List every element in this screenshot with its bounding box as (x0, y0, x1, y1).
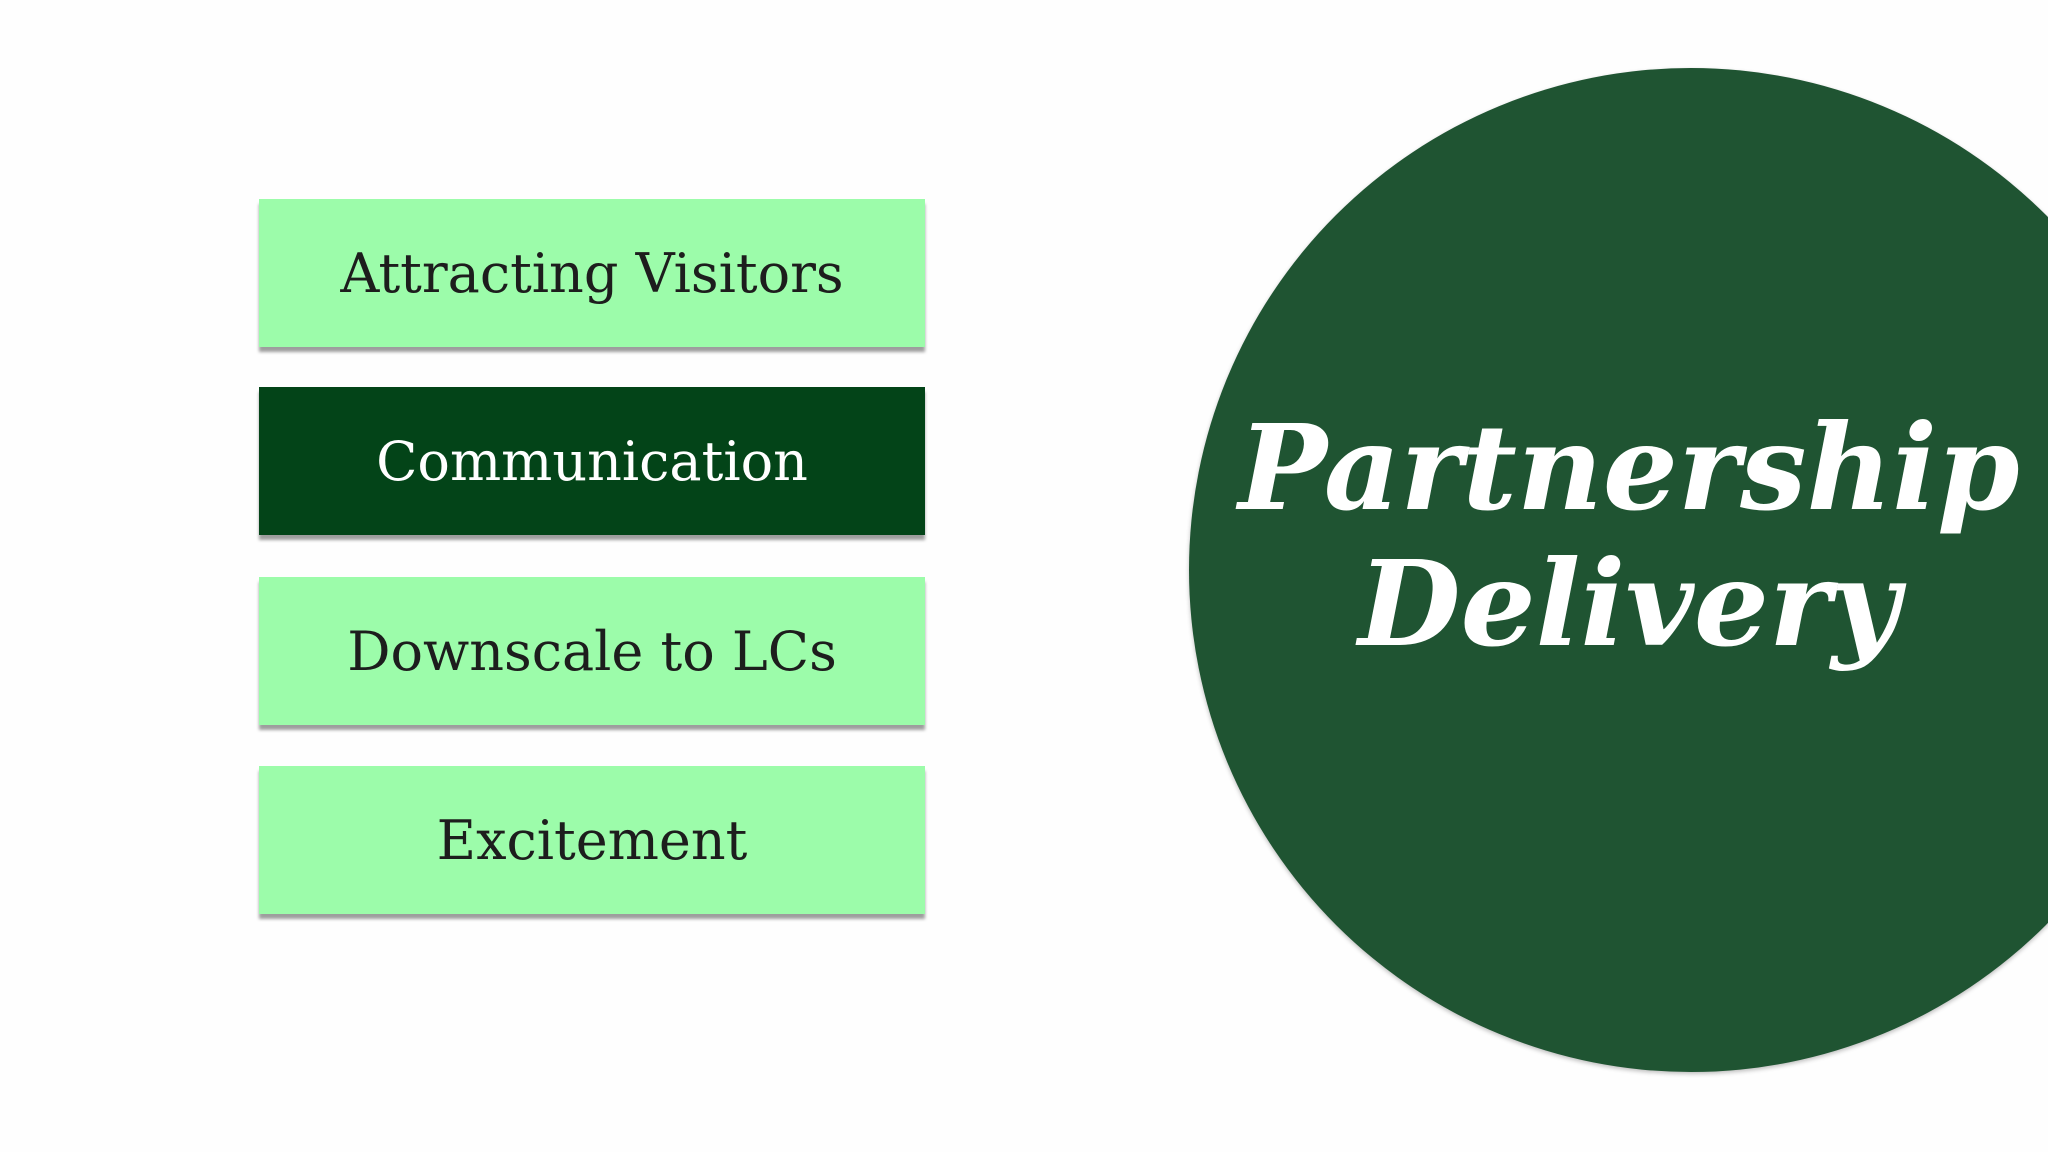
partnership-delivery-circle (1189, 68, 2048, 1072)
circle-title-line-1: Partnership (1238, 398, 2020, 537)
menu-item-downscale-to-lcs[interactable]: Downscale to LCs (259, 577, 925, 725)
circle-title: Partnership Delivery (1189, 400, 2048, 672)
menu-item-label: Excitement (436, 808, 748, 872)
menu-item-label: Attracting Visitors (340, 241, 844, 305)
menu-item-label: Downscale to LCs (347, 619, 837, 683)
circle-title-line-2: Delivery (1358, 534, 1900, 673)
menu-item-communication[interactable]: Communication (259, 387, 925, 535)
menu-item-excitement[interactable]: Excitement (259, 766, 925, 914)
menu-item-attracting-visitors[interactable]: Attracting Visitors (259, 199, 925, 347)
menu-item-label: Communication (376, 429, 808, 493)
